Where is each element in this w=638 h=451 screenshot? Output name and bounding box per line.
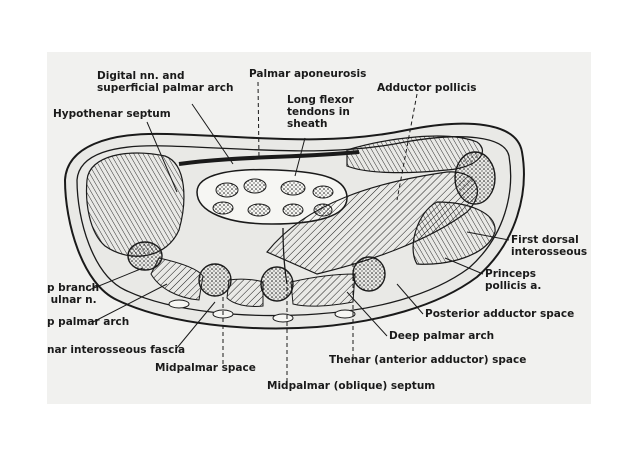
flexor-tendon — [280, 180, 306, 196]
label-deep-palmar-arch: Deep palmar arch — [389, 330, 495, 342]
leader-hypothenar-septum — [146, 121, 178, 193]
leader-deep-branch — [88, 267, 144, 291]
extensor-tendon — [272, 313, 294, 323]
label-princeps: Princeps pollicis a. — [485, 268, 542, 292]
label-adductor-pollicis: Adductor pollicis — [377, 82, 477, 94]
metacarpal — [260, 266, 294, 302]
leader-posterior-adductor — [396, 283, 424, 315]
midpalmar-septum-line — [282, 227, 288, 285]
interosseous-muscles — [290, 273, 356, 307]
leader-deep-arch-left — [92, 283, 168, 323]
metacarpal — [127, 241, 163, 271]
label-midpalmar-septum: Midpalmar (oblique) septum — [267, 380, 436, 392]
palmar-aponeurosis-band — [178, 150, 360, 166]
first-metacarpal — [454, 151, 496, 205]
hypothenar-muscles — [85, 152, 185, 257]
leader-first-dorsal — [466, 231, 510, 241]
label-interosseous-fascia: nar interosseous fascia — [47, 344, 186, 356]
anatomy-figure: Digital nn. and superficial palmar arch … — [47, 52, 591, 404]
leader-interosseous-fascia — [176, 301, 216, 349]
metacarpal — [198, 263, 232, 297]
leader-deep-palmar-arch — [346, 291, 388, 337]
label-posterior-adductor: Posterior adductor space — [425, 308, 575, 320]
label-first-dorsal: First dorsal interosseous — [511, 234, 588, 258]
extensor-tendon — [334, 309, 356, 319]
flexor-tendon — [243, 178, 267, 194]
leader-digital-nn — [191, 103, 234, 165]
leader-lines — [88, 81, 510, 382]
subcutaneous-outline — [76, 136, 512, 317]
leader-princeps — [444, 257, 484, 275]
interosseous-muscles — [150, 257, 204, 301]
leader-adductor-pollicis — [396, 93, 418, 201]
label-digital-nn: Digital nn. and superficial palmar arch — [97, 70, 234, 94]
flexor-tendon — [247, 203, 271, 217]
leader-long-flexor — [294, 137, 306, 177]
flexor-tendon — [312, 185, 334, 199]
hand-cross-section-drawing — [63, 81, 525, 382]
label-hypothenar-septum: Hypothenar septum — [53, 108, 171, 120]
label-deep-branch-ulnar: p branch ulnar n. — [47, 282, 100, 306]
extensor-tendon — [168, 299, 190, 309]
interosseous-muscles — [226, 278, 264, 307]
label-palmar-aponeurosis: Palmar aponeurosis — [249, 68, 367, 80]
flexor-tendon — [215, 182, 239, 198]
flexor-tendon — [212, 201, 234, 215]
flexor-tendon — [282, 203, 304, 217]
metacarpal — [352, 256, 386, 292]
label-deep-palmar-arch-left: p palmar arch — [47, 316, 130, 328]
leader-palmar-aponeurosis — [257, 81, 260, 159]
first-dorsal-interosseous — [412, 201, 496, 265]
label-long-flexor: Long flexor tendons in sheath — [287, 94, 354, 130]
label-thenar-space: Thenar (anterior adductor) space — [329, 354, 527, 366]
label-midpalmar-space: Midpalmar space — [155, 362, 256, 374]
